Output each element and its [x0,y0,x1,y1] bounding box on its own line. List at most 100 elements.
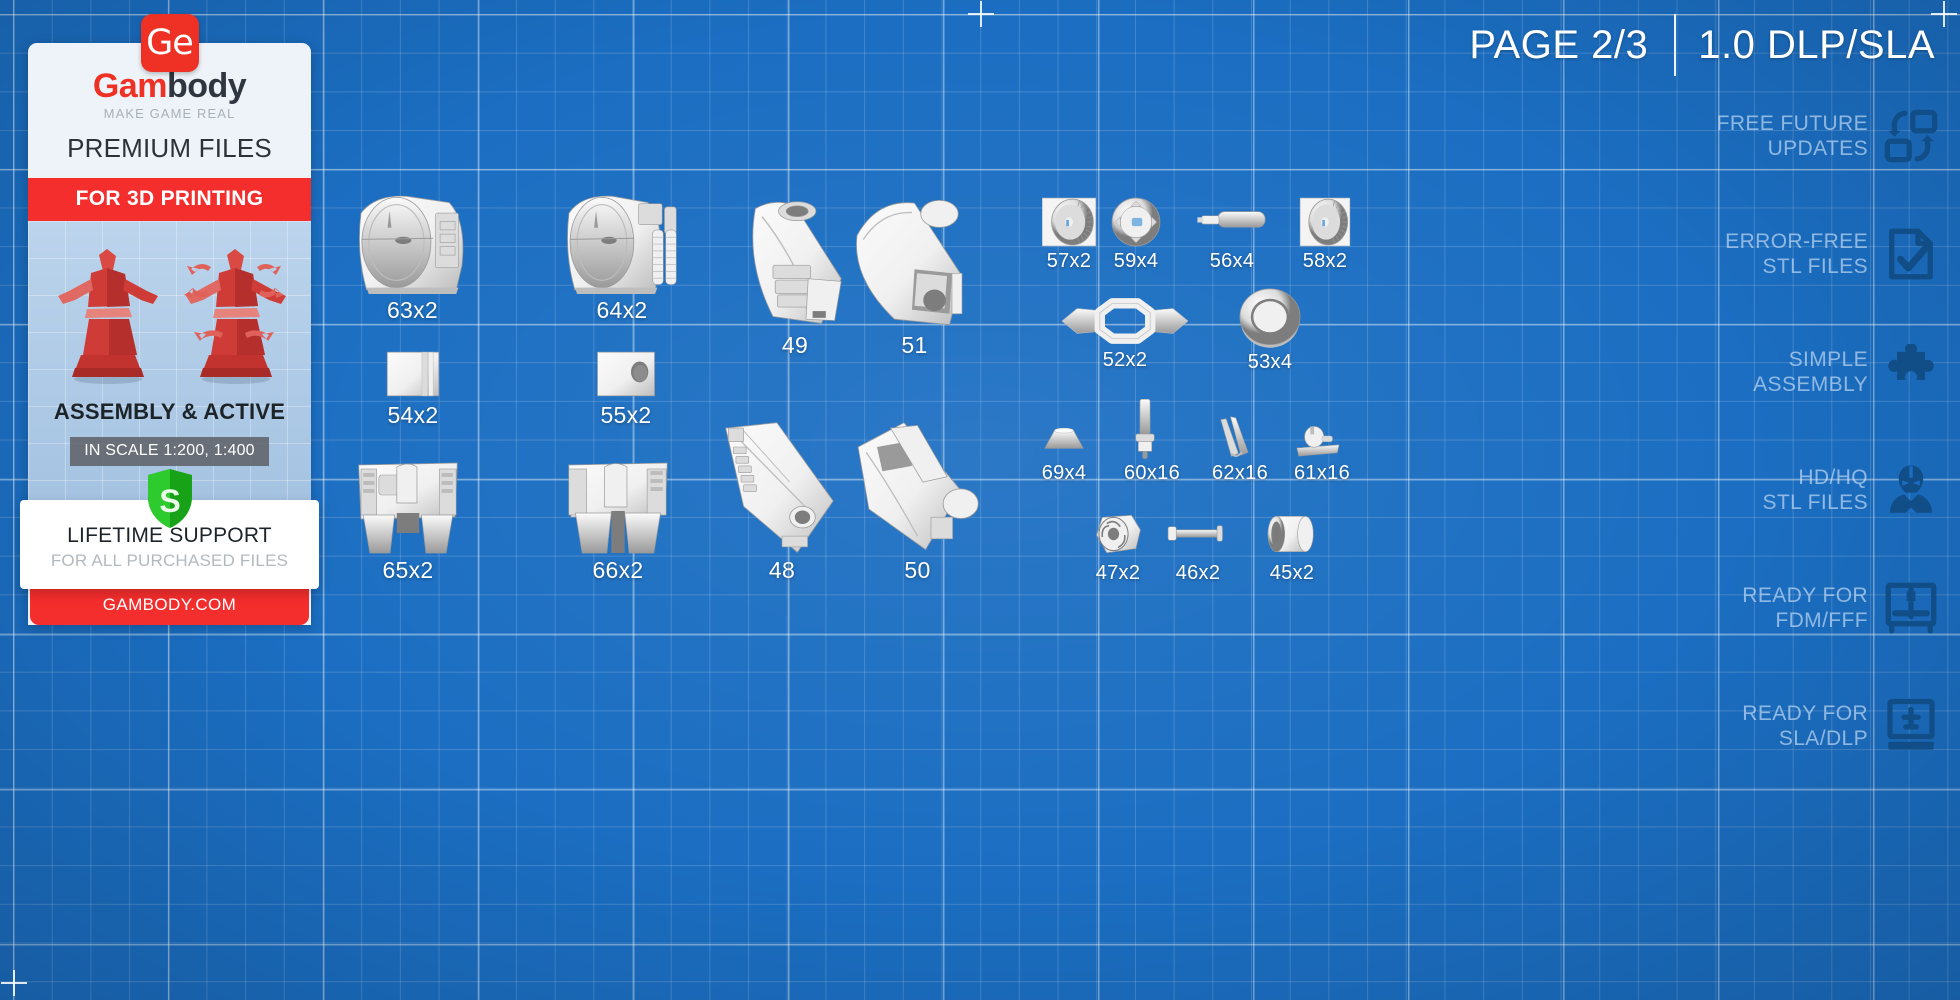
gambody-promo-card: Ge Gambody MAKE GAME REAL PREMIUM FILES … [20,14,319,625]
feature-ready-fdm: READY FOR FDM/FFF [1680,572,1940,644]
version-label: 1.0 DLP/SLA [1674,14,1943,76]
sla-printer-icon [1882,697,1940,755]
feature-label: SIMPLE ASSEMBLY [1753,348,1868,396]
part-caption: 66x2 [592,557,644,583]
part-render-wing-blade-a [852,195,977,330]
brand-first: Gam [92,67,168,105]
part-caption: 61x16 [1294,462,1350,484]
static-figure-icon [51,239,161,389]
part-56x4[interactable]: 56x4 [1196,196,1268,273]
part-render-block-hole [595,348,657,400]
part-caption: 55x2 [600,402,652,428]
part-render-block-slab [385,348,441,400]
feature-free-future-updates: FREE FUTURE UPDATES [1680,100,1940,172]
part-caption: 54x2 [387,402,439,428]
part-57x2[interactable]: 57x2 [1040,196,1098,273]
part-51[interactable]: 51 [852,195,977,359]
part-render-turret-nub [1294,420,1342,460]
shield-icon: S [142,468,198,530]
part-caption: 60x16 [1124,462,1180,484]
part-caption: 65x2 [382,557,434,583]
part-caption: 57x2 [1046,250,1092,272]
part-60x16[interactable]: 60x16 [1124,398,1180,485]
part-66x2[interactable]: 66x2 [562,455,674,584]
feature-rail: FREE FUTURE UPDATES ERROR-FREE STL FILES… [1680,100,1940,762]
part-render-turbine-disc-2 [1298,196,1352,248]
part-caption: 64x2 [596,297,648,323]
page-header: PAGE 2/3 1.0 DLP/SLA [1459,14,1943,76]
part-caption: 63x2 [386,297,439,323]
part-render-barrel-socket [1264,508,1320,560]
part-render-wing-strut-a [740,195,850,330]
part-render-engine-pod-b [563,190,681,295]
feature-ready-sla: READY FOR SLA/DLP [1680,690,1940,762]
figures-panel: ASSEMBLY & ACTIVE IN SCALE 1:200, 1:400 [28,221,311,500]
feature-label: ERROR-FREE STL FILES [1725,230,1868,278]
promo-card-body: Gambody MAKE GAME REAL PREMIUM FILES FOR… [20,43,319,625]
part-render-wing-blade-b [850,420,985,555]
part-render-engine-pod-a [355,190,470,295]
part-69x4[interactable]: 69x4 [1040,418,1088,485]
feature-label: READY FOR SLA/DLP [1742,702,1868,750]
svg-text:S: S [159,483,180,519]
part-render-u-bracket [1212,412,1256,460]
part-render-cone-base [1040,418,1088,460]
feature-simple-assembly: SIMPLE ASSEMBLY [1680,336,1940,408]
part-caption: 56x4 [1209,250,1255,272]
part-62x16[interactable]: 62x16 [1212,412,1268,485]
part-render-turbine-disc [1040,196,1098,248]
part-caption: 52x2 [1102,349,1148,371]
refresh-squares-icon [1882,107,1940,165]
part-caption: 46x2 [1175,562,1221,584]
part-caption: 50 [904,557,931,583]
part-61x16[interactable]: 61x16 [1294,420,1350,485]
scale-badge: IN SCALE 1:200, 1:400 [70,437,269,466]
part-52x2[interactable]: 52x2 [1062,295,1188,372]
iron-man-bust-icon [1882,461,1940,519]
part-53x4[interactable]: 53x4 [1238,287,1302,374]
part-45x2[interactable]: 45x2 [1264,508,1320,585]
feature-label: HD/HQ STL FILES [1762,466,1868,514]
puzzle-piece-icon [1882,343,1940,401]
part-render-antenna-mast [1124,398,1166,460]
part-caption: 58x2 [1302,250,1348,272]
part-caption: 53x4 [1247,351,1293,373]
part-render-wing-strut-b [718,420,846,555]
part-46x2[interactable]: 46x2 [1164,508,1232,585]
part-caption: 45x2 [1269,562,1315,584]
figures-row [28,239,311,389]
brand-tagline: MAKE GAME REAL [103,106,236,121]
part-render-hub-rosette [1110,196,1162,248]
part-50[interactable]: 50 [850,420,985,584]
assembly-active-label: ASSEMBLY & ACTIVE [53,399,286,424]
part-55x2[interactable]: 55x2 [595,348,657,429]
part-48[interactable]: 48 [718,420,846,584]
brand-wordmark: Gambody [38,69,301,103]
document-check-icon [1882,225,1940,283]
part-render-hex-nut-coil [1090,508,1146,560]
part-render-pin-rod [1196,196,1268,248]
support-subtitle: FOR ALL PURCHASED FILES [50,551,289,570]
gambody-logo-icon: Ge [140,14,199,72]
lifetime-support-block: S LIFETIME SUPPORT FOR ALL PURCHASED FIL… [20,469,319,589]
premium-files-title: PREMIUM FILES [67,133,272,163]
part-58x2[interactable]: 58x2 [1298,196,1352,273]
feature-label: FREE FUTURE UPDATES [1716,112,1868,160]
part-64x2[interactable]: 64x2 [563,190,681,324]
for-3d-printing-banner: FOR 3D PRINTING [28,178,311,221]
feature-error-free-stl: ERROR-FREE STL FILES [1680,218,1940,290]
brand-second: body [166,67,247,105]
part-render-leg-assembly-a [352,455,464,555]
part-63x2[interactable]: 63x2 [355,190,470,324]
part-59x4[interactable]: 59x4 [1110,196,1162,273]
part-65x2[interactable]: 65x2 [352,455,464,584]
part-caption: 51 [901,332,928,358]
part-54x2[interactable]: 54x2 [385,348,441,429]
part-47x2[interactable]: 47x2 [1090,508,1146,585]
part-render-leg-assembly-b [562,455,674,555]
posable-figure-icon [179,239,289,389]
page-number-label: PAGE 2/3 [1469,22,1649,67]
part-caption: 49 [781,332,809,358]
part-49[interactable]: 49 [740,195,850,359]
